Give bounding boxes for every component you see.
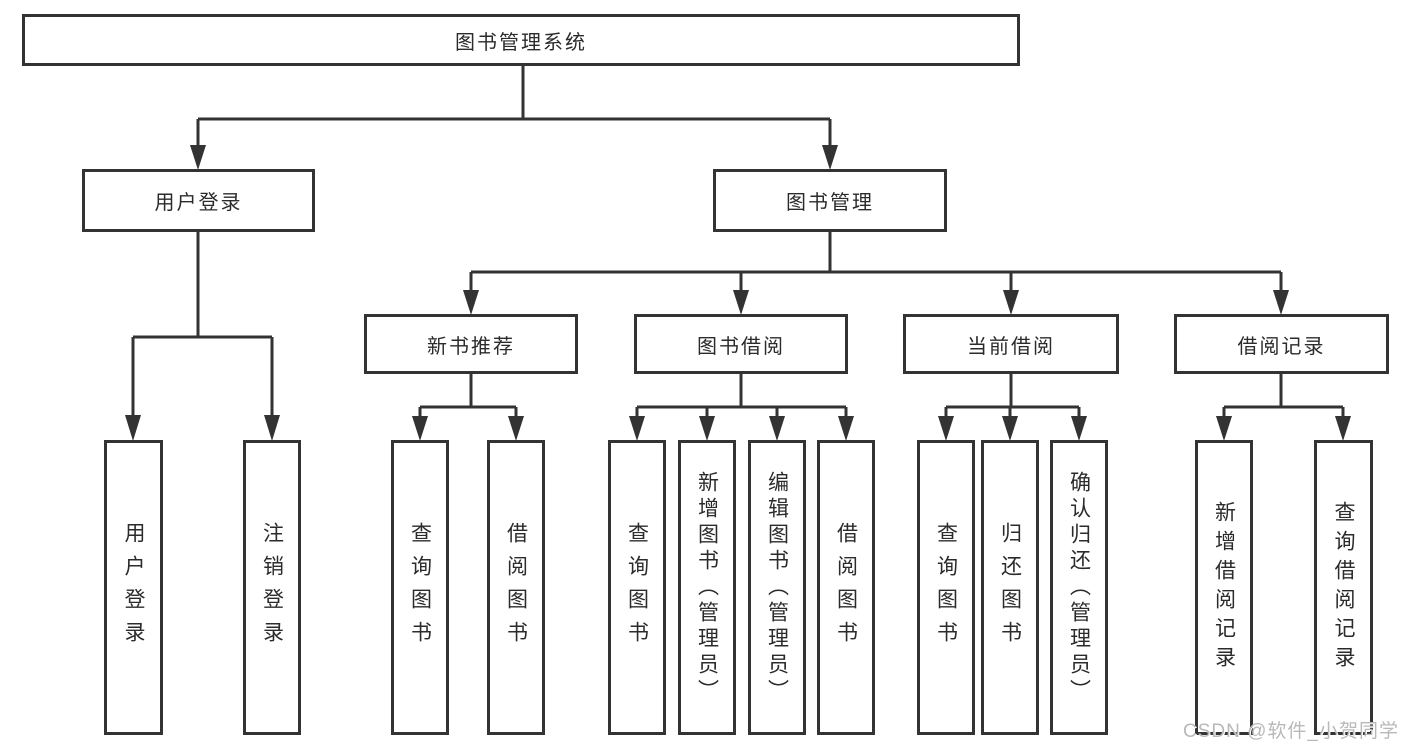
connector-borrow-records-split xyxy=(1216,374,1351,441)
leaf-bb-query-books-label: 查询图书 xyxy=(625,521,649,654)
node-user-login: 用户登录 xyxy=(82,169,315,232)
connector-current-borrow-split xyxy=(938,374,1087,441)
leaf-nb-borrow-books: 借阅图书 xyxy=(487,440,545,735)
connector-user-login-split xyxy=(125,232,280,441)
node-current-borrowing-label: 当前借阅 xyxy=(967,335,1055,358)
node-book-borrowing: 图书借阅 xyxy=(634,314,848,374)
leaf-cb-query-books: 查询图书 xyxy=(917,440,975,735)
leaf-cb-confirm-return-admin-label: 确认归还（管理员） xyxy=(1067,470,1091,705)
node-book-management: 图书管理 xyxy=(713,169,947,232)
leaf-bb-edit-books-admin: 编辑图书（管理员） xyxy=(748,440,806,735)
csdn-watermark: CSDN @软件_小贺同学 xyxy=(1183,721,1399,742)
leaf-user-login-label: 用户登录 xyxy=(122,521,145,654)
leaf-nb-borrow-books-label: 借阅图书 xyxy=(504,521,528,654)
node-new-book-recommend: 新书推荐 xyxy=(364,314,578,374)
node-book-borrowing-label: 图书借阅 xyxy=(697,335,785,358)
leaf-cb-return-books-label: 归还图书 xyxy=(998,521,1022,654)
leaf-br-query-record: 查询借阅记录 xyxy=(1314,440,1373,735)
leaf-bb-borrow-books-label: 借阅图书 xyxy=(834,521,858,654)
connector-new-books-split xyxy=(412,374,524,441)
leaf-br-add-record-label: 新增借阅记录 xyxy=(1212,500,1236,675)
node-current-borrowing: 当前借阅 xyxy=(903,314,1119,374)
leaf-nb-query-books: 查询图书 xyxy=(391,440,449,735)
node-book-management-label: 图书管理 xyxy=(786,192,874,214)
connector-root-split xyxy=(190,66,838,170)
leaf-user-login: 用户登录 xyxy=(104,440,163,735)
node-root-system: 图书管理系统 xyxy=(22,14,1020,66)
leaf-bb-add-books-admin-label: 新增图书（管理员） xyxy=(695,470,719,705)
leaf-br-add-record: 新增借阅记录 xyxy=(1195,440,1253,735)
leaf-bb-borrow-books: 借阅图书 xyxy=(817,440,875,735)
leaf-bb-edit-books-admin-label: 编辑图书（管理员） xyxy=(765,470,789,705)
leaf-bb-query-books: 查询图书 xyxy=(608,440,666,735)
connector-book-borrow-split xyxy=(629,374,854,441)
node-borrowing-records: 借阅记录 xyxy=(1174,314,1389,374)
leaf-bb-add-books-admin: 新增图书（管理员） xyxy=(678,440,736,735)
leaf-logout-label: 注销登录 xyxy=(260,521,284,654)
leaf-br-query-record-label: 查询借阅记录 xyxy=(1332,500,1355,675)
leaf-cb-confirm-return-admin: 确认归还（管理员） xyxy=(1050,440,1108,735)
node-new-book-recommend-label: 新书推荐 xyxy=(427,335,515,358)
leaf-cb-return-books: 归还图书 xyxy=(981,440,1039,735)
node-root-label: 图书管理系统 xyxy=(455,31,587,54)
connector-book-management-split xyxy=(463,232,1289,315)
leaf-nb-query-books-label: 查询图书 xyxy=(408,521,432,654)
leaf-logout: 注销登录 xyxy=(243,440,301,735)
node-user-login-label: 用户登录 xyxy=(154,192,243,214)
node-borrowing-records-label: 借阅记录 xyxy=(1237,335,1326,358)
leaf-cb-query-books-label: 查询图书 xyxy=(934,521,958,654)
